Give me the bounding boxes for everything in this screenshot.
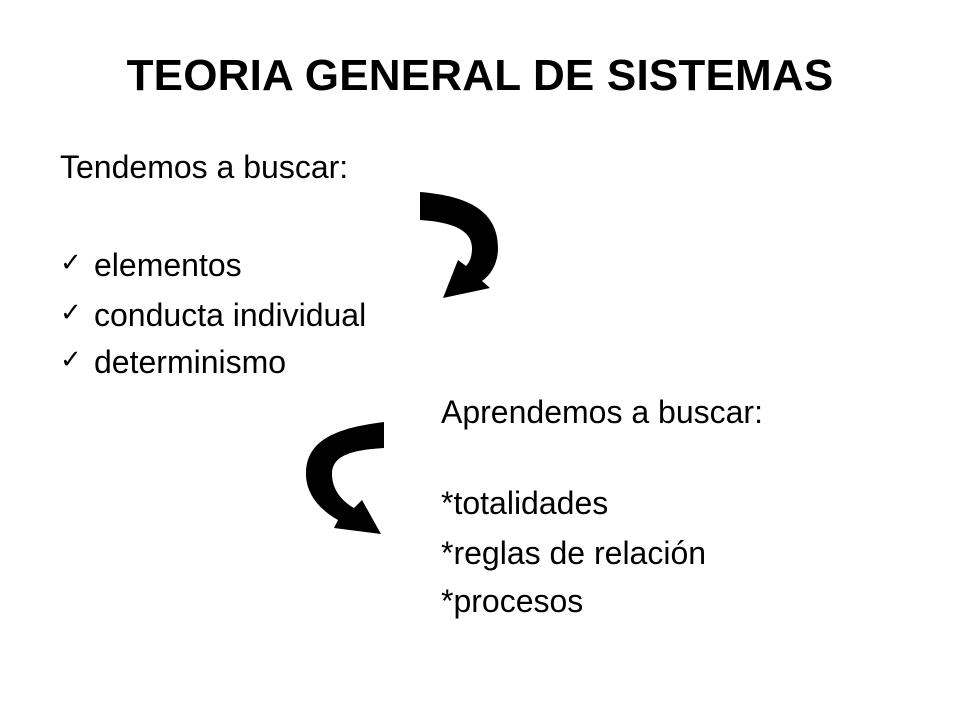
check-item-determinismo: ✓ determinismo [60, 343, 286, 381]
slide-title: TEORIA GENERAL DE SISTEMAS [126, 51, 834, 100]
checkmark-icon: ✓ [60, 248, 82, 278]
second-item-procesos: *procesos [441, 583, 584, 619]
second-item-reglas: *reglas de relación [441, 535, 707, 571]
intro-text: Tendemos a buscar: [60, 149, 349, 185]
checkmark-icon: ✓ [60, 298, 82, 328]
check-item-label: conducta individual [94, 297, 367, 333]
second-intro-text: Aprendemos a buscar: [441, 394, 763, 430]
check-item-conducta: ✓ conducta individual [60, 296, 366, 334]
checkmark-icon: ✓ [60, 345, 82, 375]
check-item-label: determinismo [94, 344, 287, 380]
check-item-elementos: ✓ elementos [60, 246, 242, 284]
second-item-totalidades: *totalidades [441, 485, 609, 521]
check-item-label: elementos [94, 247, 242, 283]
